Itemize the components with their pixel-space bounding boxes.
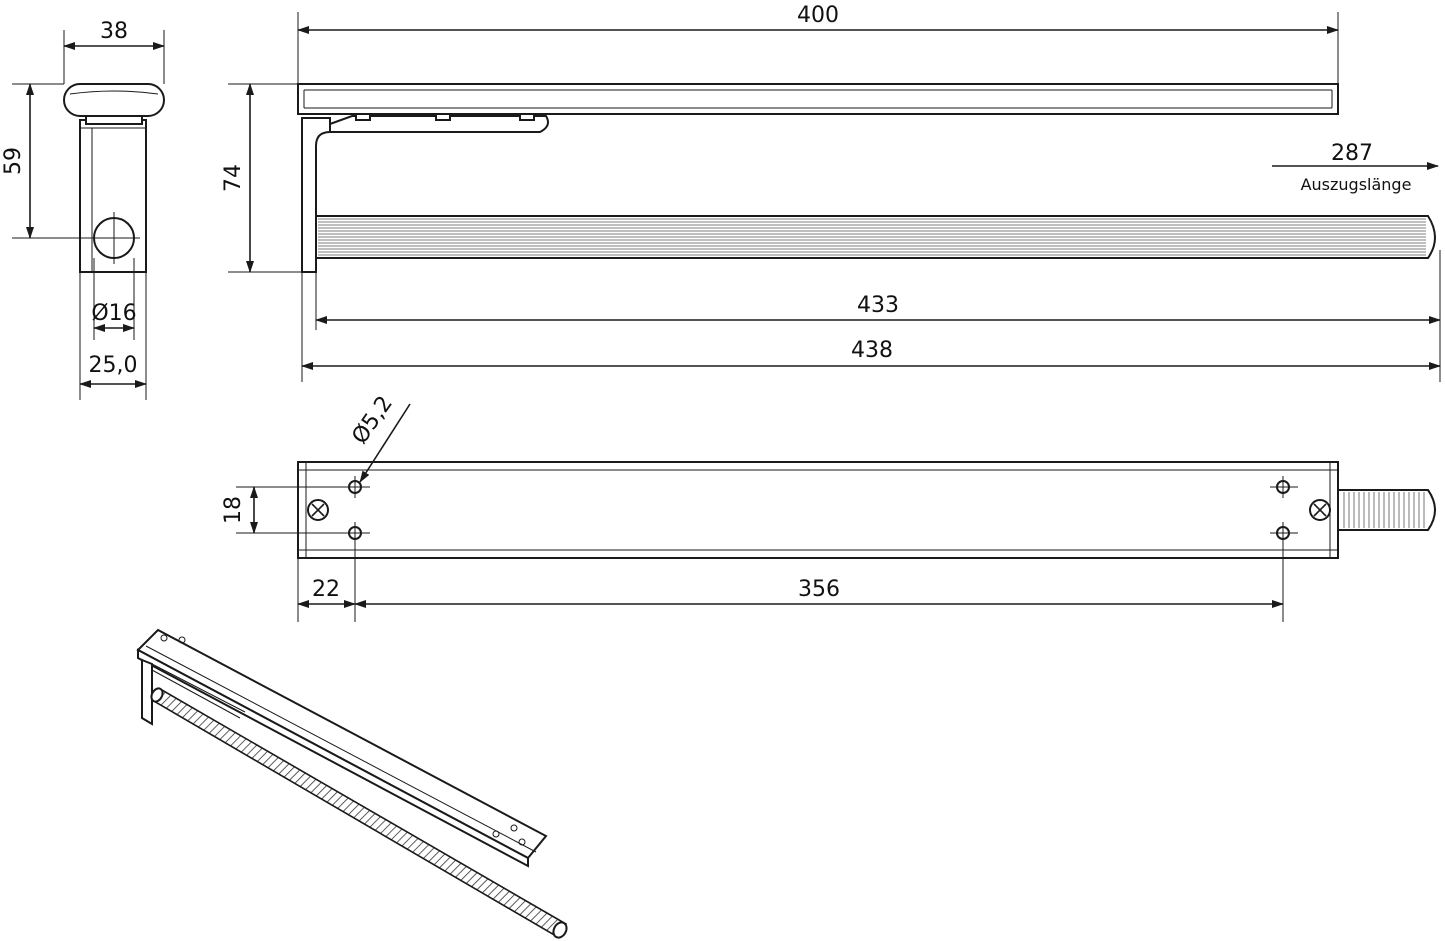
iso-bracket — [141, 658, 153, 726]
dim-hole-diameter: Ø5,2 — [347, 392, 397, 449]
side-profile-highlight — [69, 90, 159, 95]
side-bracket-body — [79, 119, 147, 273]
front-bracket — [301, 117, 331, 273]
iso-rail-top — [136, 628, 548, 860]
top-view: Ø5,2 18 22 356 — [221, 392, 1436, 622]
extension-label: Auszugslänge — [1301, 175, 1412, 194]
dim-356: 356 — [798, 577, 840, 602]
dim-433: 433 — [857, 293, 899, 318]
dim-438: 438 — [851, 338, 893, 363]
dim-22: 22 — [312, 577, 340, 602]
top-rod-ribs — [1343, 492, 1425, 528]
screw-left — [307, 499, 329, 521]
side-view: 38 59 Ø16 25,0 — [1, 19, 165, 400]
isometric-view — [136, 628, 568, 939]
iso-rail-front — [137, 648, 529, 868]
top-rail — [297, 461, 1339, 559]
front-slider — [329, 115, 549, 133]
side-profile-top — [63, 83, 165, 117]
dim-diameter-16: Ø16 — [91, 301, 136, 326]
top-rod-end — [1337, 489, 1436, 531]
front-rail — [297, 83, 1339, 115]
screw-right — [1309, 499, 1331, 521]
front-view: 400 74 287 Auszugslänge 433 438 — [221, 3, 1441, 382]
front-rod-ribs — [318, 218, 1426, 256]
dim-59: 59 — [1, 147, 26, 175]
dim-400: 400 — [797, 3, 839, 28]
dim-287: 287 — [1331, 141, 1373, 166]
side-bracket-cap — [85, 115, 143, 125]
dim-74: 74 — [221, 164, 246, 192]
dim-25: 25,0 — [89, 353, 138, 378]
dim-38: 38 — [100, 19, 128, 44]
holes — [342, 476, 1298, 544]
dim-18: 18 — [221, 496, 246, 524]
